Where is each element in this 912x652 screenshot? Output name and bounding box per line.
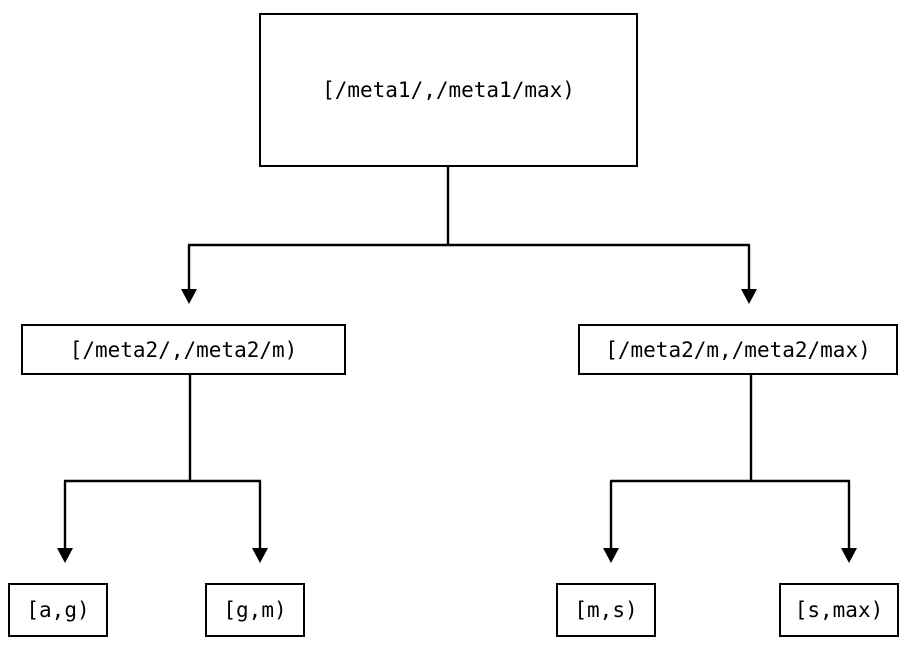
tree-node-mid-right[interactable]: [/meta2/m,/meta2/max) [578, 324, 898, 375]
tree-node-leaf-2-label: [g,m) [223, 598, 287, 622]
arrowhead-icon [252, 548, 268, 563]
tree-node-mid-left-label: [/meta2/,/meta2/m) [69, 337, 298, 362]
arrowhead-icon [741, 289, 757, 304]
tree-node-leaf-4[interactable]: [s,max) [779, 583, 899, 637]
edge-mid-left-to-leaf-2 [252, 481, 268, 563]
edge-mid-right-to-leaf-3 [603, 375, 850, 563]
tree-node-mid-left[interactable]: [/meta2/,/meta2/m) [21, 324, 346, 375]
tree-node-leaf-3[interactable]: [m,s) [556, 583, 656, 637]
tree-node-leaf-4-label: [s,max) [794, 598, 884, 622]
edge-mid-right-to-leaf-4 [841, 481, 857, 563]
tree-node-leaf-2[interactable]: [g,m) [205, 583, 305, 637]
arrowhead-icon [57, 548, 73, 563]
arrowhead-icon [603, 548, 619, 563]
arrowhead-icon [841, 548, 857, 563]
tree-node-leaf-3-label: [m,s) [574, 598, 638, 622]
tree-node-leaf-1[interactable]: [a,g) [8, 583, 108, 637]
arrowhead-icon [181, 289, 197, 304]
tree-node-mid-right-label: [/meta2/m,/meta2/max) [605, 337, 871, 362]
edge-mid-left-to-leaf-1 [57, 375, 261, 563]
edge-root-to-mid-left [181, 167, 750, 304]
tree-node-root-label: [/meta1/,/meta1/max) [322, 78, 575, 102]
tree-node-leaf-1-label: [a,g) [26, 598, 90, 622]
tree-node-root[interactable]: [/meta1/,/meta1/max) [259, 13, 638, 167]
edge-root-to-mid-right [741, 245, 757, 304]
